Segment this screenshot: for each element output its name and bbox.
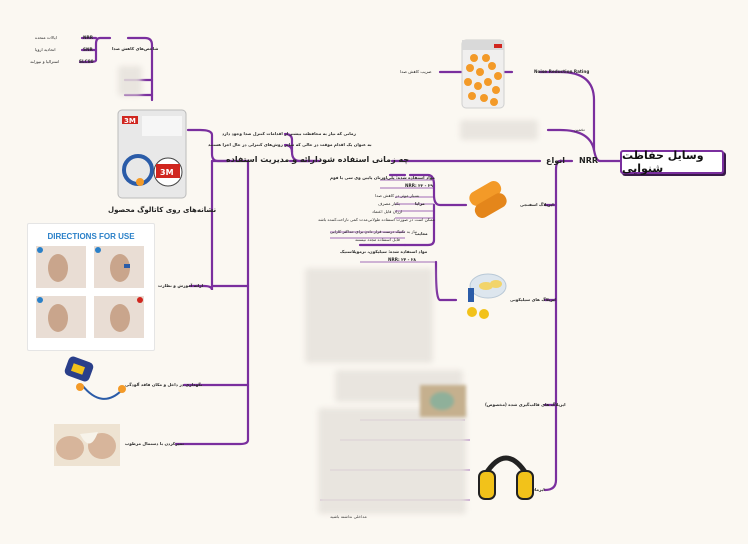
cleaning-image: [54, 424, 120, 466]
directions-title: DIRECTIONS FOR USE: [47, 232, 135, 241]
svg-text:3M: 3M: [124, 117, 136, 125]
foam-nrr: NRR: ۳۳ - ۲۹: [405, 183, 433, 188]
root-label: وسایل حفاظت شنوایی: [622, 149, 704, 175]
foam-earplugs-image: [464, 176, 512, 220]
branch-catalog-signs[interactable]: نشانه‌های روی کاتالوگ محصول: [108, 206, 217, 214]
calc-label: تخمین: [574, 127, 585, 132]
blurred-text: [460, 120, 538, 140]
root-node[interactable]: وسایل حفاظت شنوایی: [620, 149, 724, 175]
earmuff-note: مداخلی نداشته باشید: [330, 514, 367, 519]
silicone-earplugs-image: [456, 268, 510, 326]
type-silicone[interactable]: ایرپلاگ های سیلیکونی: [510, 297, 556, 302]
type-molded[interactable]: ایرپلاگ های قالب‌گیری شده (مخصوص): [485, 402, 566, 407]
foam-cons-header: معایب: [415, 231, 428, 236]
silicone-nrr: NRR: ۲۴ - ۲۸: [388, 257, 416, 262]
management-training: ارائه آموزش و نظارت: [158, 283, 204, 288]
directions-card: DIRECTIONS FOR USE: [27, 223, 155, 351]
management-cleaning: تمیزکردن با دستمال مرطوب: [125, 441, 184, 446]
branch-when[interactable]: چه زمانی استفاده شود: [318, 155, 410, 164]
branch-nrr[interactable]: NRR: [579, 156, 599, 165]
foam-earplug-jar-image: [456, 38, 510, 110]
noise-rating-label: Noise Reduction Rating: [534, 69, 590, 74]
reduction-coef-label: ضریب کاهش صدا: [400, 69, 432, 74]
foam-pro-2: یکبار مصرف: [378, 201, 400, 206]
foam-pros-header: مزایا: [415, 201, 425, 206]
catalog-package-image: 3M 3M: [116, 108, 188, 200]
foam-con-1: ممکن است در صورت استفاده طولانی‌مدت کمی …: [318, 217, 435, 222]
type-foam[interactable]: ایرپلاگ اسفنجی: [520, 202, 554, 207]
foam-pro-3: ارزان قابل اعتماد: [372, 209, 403, 214]
molded-earplug-image: [420, 385, 466, 417]
type-earmuff[interactable]: ایرماف: [530, 487, 545, 492]
indicator-code-snr: SNR: [83, 47, 93, 52]
when-note-2: به عنوان یک اقدام موقت در حالی که سایر ر…: [208, 142, 372, 147]
foam-con-2: نیاز به تکنیک درست قرار دادن برای حداکثر…: [330, 229, 418, 234]
blurred-text: [118, 66, 142, 96]
foam-pro-1: بسیار موثر در کاهش صدا: [375, 193, 420, 198]
foam-material: مواد استفاده شده: پلی‌اورتان پایین وی سی…: [330, 175, 435, 180]
earmuff-image: [475, 445, 537, 507]
indicators-header: شاخص‌های کاهش صدا: [112, 46, 159, 51]
branch-management[interactable]: ارائه و مدیریت استفاده: [226, 155, 318, 164]
indicator-label-slc80: استرالیا و نیوزلند: [30, 59, 60, 64]
indicator-code-nrr: NRR: [83, 35, 93, 40]
svg-text:3M: 3M: [160, 168, 174, 177]
storage-case-image: [62, 355, 128, 410]
when-note-1: زمانی که نیاز به محافظت بیشتر از اقدامات…: [222, 131, 356, 136]
silicone-material: مواد استفاده شده: سیلیکون، ترموپلاستیک: [340, 249, 428, 254]
indicator-label-snr: اتحادیه اروپا: [35, 47, 56, 52]
branch-types[interactable]: انواع: [546, 156, 565, 165]
management-storage: نگهداری در داخل و مکان فاقد آلودگی: [125, 382, 203, 387]
foam-con-3: قابل استفاده مجدد نیستند: [355, 237, 400, 242]
indicator-code-slc80: SLC80: [79, 59, 94, 64]
indicator-label-nrr: ایالات متحده: [35, 35, 57, 40]
blurred-text: [318, 408, 466, 514]
blurred-text: [305, 268, 433, 363]
